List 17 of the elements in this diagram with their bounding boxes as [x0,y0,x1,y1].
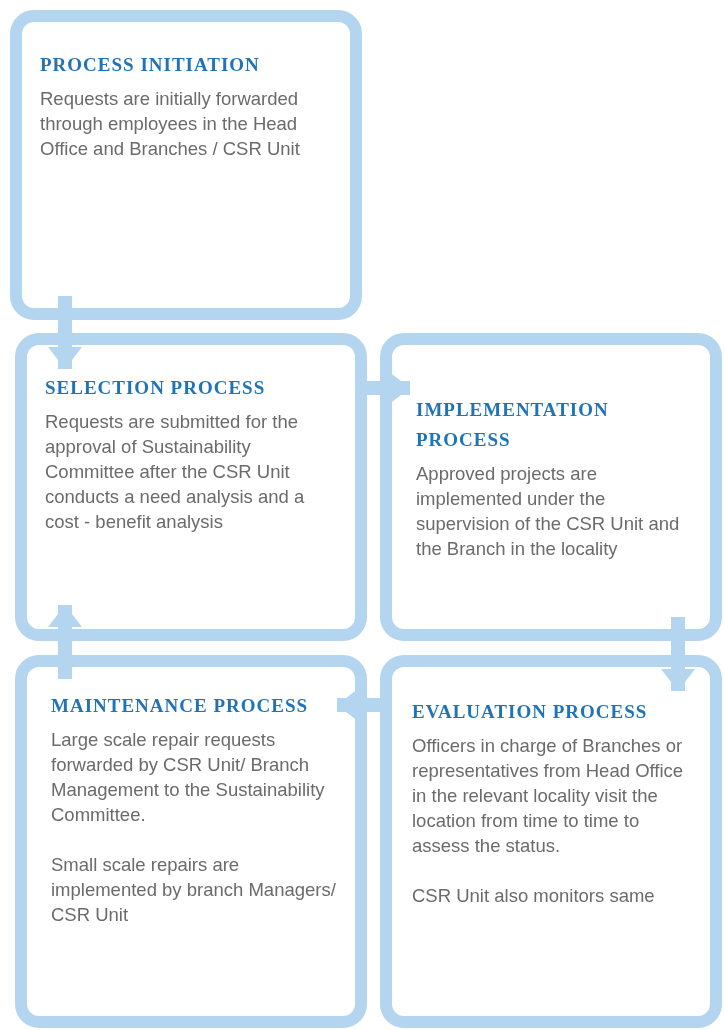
process-box [15,333,367,641]
box-heading: EVALUATION PROCESS [412,700,649,724]
description-text: CSR Unit also monitors same [412,884,656,908]
box-heading: IMPLEMENTATION PROCESS [416,398,610,452]
description-text: Large scale repair requests forwarded by CSR Unit/ Branch Management to the Sustainability Committee. [51,728,326,827]
box-heading: SELECTION PROCESS [45,376,267,400]
description-text: Requests are submitted for the approval of Sustainability Committee after the CSR Unit conducts a need analysis and a cost - benefit analysis [45,410,306,534]
process-box [15,655,367,1028]
description-text: Officers in charge of Branches or representatives from Head Office in the relevant locality visit the location from time to time to assess the status. [412,734,685,858]
process-box [380,333,722,641]
box-heading: MAINTENANCE PROCESS [51,694,310,718]
process-box [10,10,362,320]
process-box [380,655,722,1028]
description-text: Small scale repairs are implemented by branch Managers/ CSR Unit [51,853,337,927]
box-heading: PROCESS INITIATION [40,53,261,77]
description-text: Requests are initially forwarded through employees in the Head Office and Branches / CSR Unit [40,87,301,161]
description-text: Approved projects are implemented under the supervision of the CSR Unit and the Branch in the locality [416,462,681,561]
